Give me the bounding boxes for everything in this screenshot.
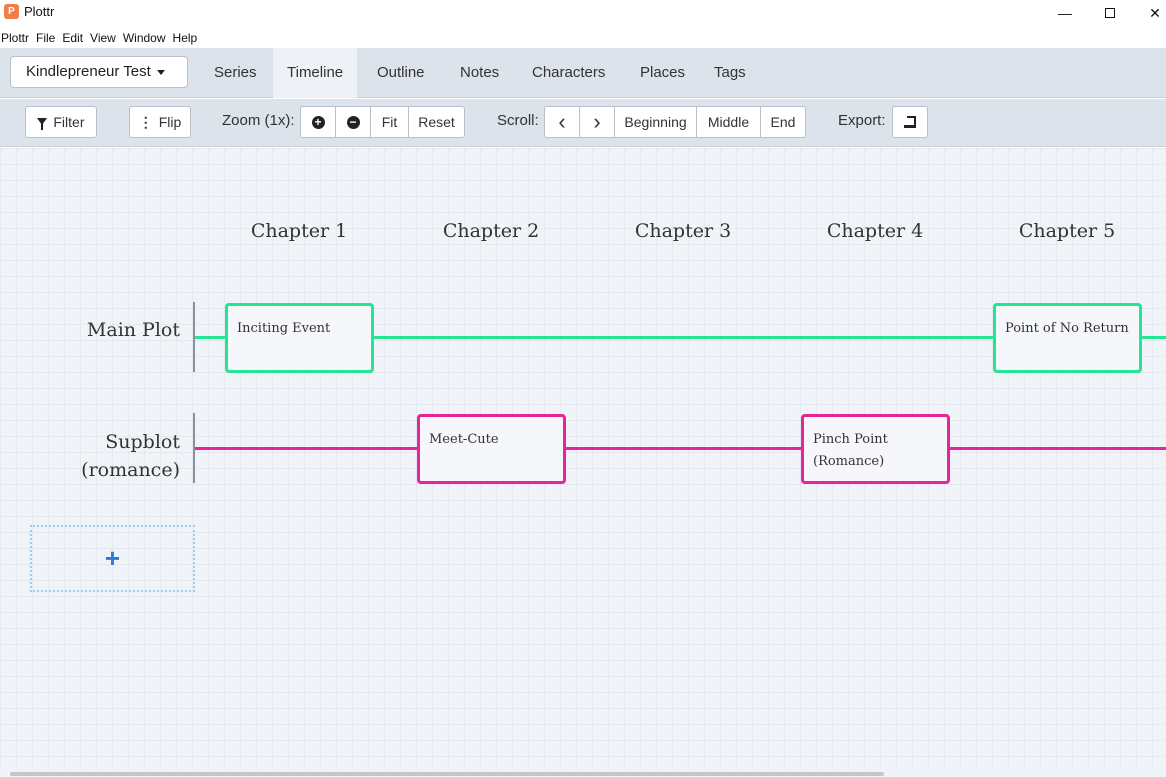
plotline-label-line2: (romance) (0, 456, 180, 484)
zoom-label: Zoom (1x): (222, 106, 295, 138)
scene-card-point-of-no-return[interactable]: Point of No Return (993, 303, 1142, 373)
reset-button[interactable]: Reset (409, 107, 464, 137)
export-label: Export: (838, 106, 886, 138)
zoom-out-button[interactable]: − (336, 107, 371, 137)
chapter-header[interactable]: Chapter 5 (971, 220, 1163, 242)
export-button[interactable] (892, 106, 928, 138)
project-name: Kindlepreneur Test (26, 63, 151, 80)
minimize-icon: — (1058, 5, 1072, 21)
scroll-beginning-button[interactable]: Beginning (615, 107, 697, 137)
chevron-left-icon: ‹ (558, 109, 565, 134)
scene-card-inciting-event[interactable]: Inciting Event (225, 303, 374, 373)
card-title: Inciting Event (237, 321, 330, 336)
title-bar: P Plottr — ✕ (0, 0, 1166, 26)
scroll-end-button[interactable]: End (761, 107, 805, 137)
card-title-line1: Pinch Point (813, 429, 938, 451)
fit-button[interactable]: Fit (371, 107, 409, 137)
menu-file[interactable]: File (35, 28, 61, 48)
chapter-header[interactable]: Chapter 1 (203, 220, 395, 242)
scroll-label: Scroll: (497, 106, 539, 138)
chapter-header[interactable]: Chapter 2 (395, 220, 587, 242)
scroll-group: ‹ › Beginning Middle End (544, 106, 806, 138)
menu-window[interactable]: Window (122, 28, 172, 48)
scrollbar-thumb[interactable] (10, 772, 884, 776)
plotline-label-main-plot[interactable]: Main Plot (0, 316, 180, 344)
tab-places[interactable]: Places (626, 48, 699, 98)
zoom-out-icon: − (347, 116, 360, 129)
plotline-label-subplot[interactable]: Supblot (romance) (0, 428, 180, 484)
zoom-in-button[interactable]: + (301, 107, 336, 137)
menu-plottr[interactable]: Plottr (0, 28, 35, 48)
flip-label: Flip (159, 114, 182, 130)
filter-button[interactable]: Filter (25, 106, 97, 138)
flip-button[interactable]: ⋮ Flip (129, 106, 191, 138)
plotline-label-line1: Supblot (0, 428, 180, 456)
tab-characters[interactable]: Characters (518, 48, 619, 98)
caret-down-icon (157, 70, 165, 75)
tab-bar: Kindlepreneur Test Series Timeline Outli… (0, 48, 1166, 98)
menu-view[interactable]: View (89, 28, 122, 48)
menu-bar: Plottr File Edit View Window Help (0, 28, 203, 48)
tab-tags[interactable]: Tags (700, 48, 760, 98)
plottr-logo-icon: P (4, 4, 19, 19)
zoom-in-icon: + (312, 116, 325, 129)
close-icon: ✕ (1149, 5, 1161, 21)
scroll-left-button[interactable]: ‹ (545, 107, 580, 137)
close-button[interactable]: ✕ (1132, 0, 1166, 26)
minimize-button[interactable]: — (1042, 0, 1088, 26)
filter-label: Filter (53, 114, 84, 130)
chevron-right-icon: › (593, 109, 600, 134)
timeline-toolbar: Filter ⋮ Flip Zoom (1x): + − Fit Reset Sc… (0, 99, 1166, 147)
chapter-header[interactable]: Chapter 4 (779, 220, 971, 242)
project-dropdown[interactable]: Kindlepreneur Test (10, 56, 188, 88)
plotline-subplot (195, 447, 1166, 450)
plus-icon: + (32, 527, 193, 590)
card-title-line2: (Romance) (813, 451, 938, 473)
menu-edit[interactable]: Edit (61, 28, 89, 48)
add-plotline-button[interactable]: + (30, 525, 195, 592)
zoom-group: + − Fit Reset (300, 106, 465, 138)
window-title: Plottr (24, 4, 54, 19)
timeline-canvas: Chapter 1 Chapter 2 Chapter 3 Chapter 4 … (0, 148, 1166, 770)
scroll-right-button[interactable]: › (580, 107, 615, 137)
tab-series[interactable]: Series (200, 48, 271, 98)
scene-card-meet-cute[interactable]: Meet-Cute (417, 414, 566, 484)
maximize-icon (1105, 8, 1115, 18)
filter-icon (37, 118, 47, 125)
horizontal-scrollbar[interactable] (0, 770, 1166, 777)
menu-help[interactable]: Help (172, 28, 204, 48)
chapter-header[interactable]: Chapter 3 (587, 220, 779, 242)
vertical-dots-icon: ⋮ (139, 107, 153, 137)
card-title: Point of No Return (1005, 321, 1129, 336)
tab-outline[interactable]: Outline (363, 48, 439, 98)
export-icon (904, 116, 916, 128)
tab-timeline[interactable]: Timeline (273, 48, 357, 98)
scene-card-pinch-point[interactable]: Pinch Point (Romance) (801, 414, 950, 484)
scroll-middle-button[interactable]: Middle (697, 107, 761, 137)
card-title: Meet-Cute (429, 432, 499, 447)
tab-notes[interactable]: Notes (446, 48, 513, 98)
maximize-button[interactable] (1087, 0, 1133, 26)
